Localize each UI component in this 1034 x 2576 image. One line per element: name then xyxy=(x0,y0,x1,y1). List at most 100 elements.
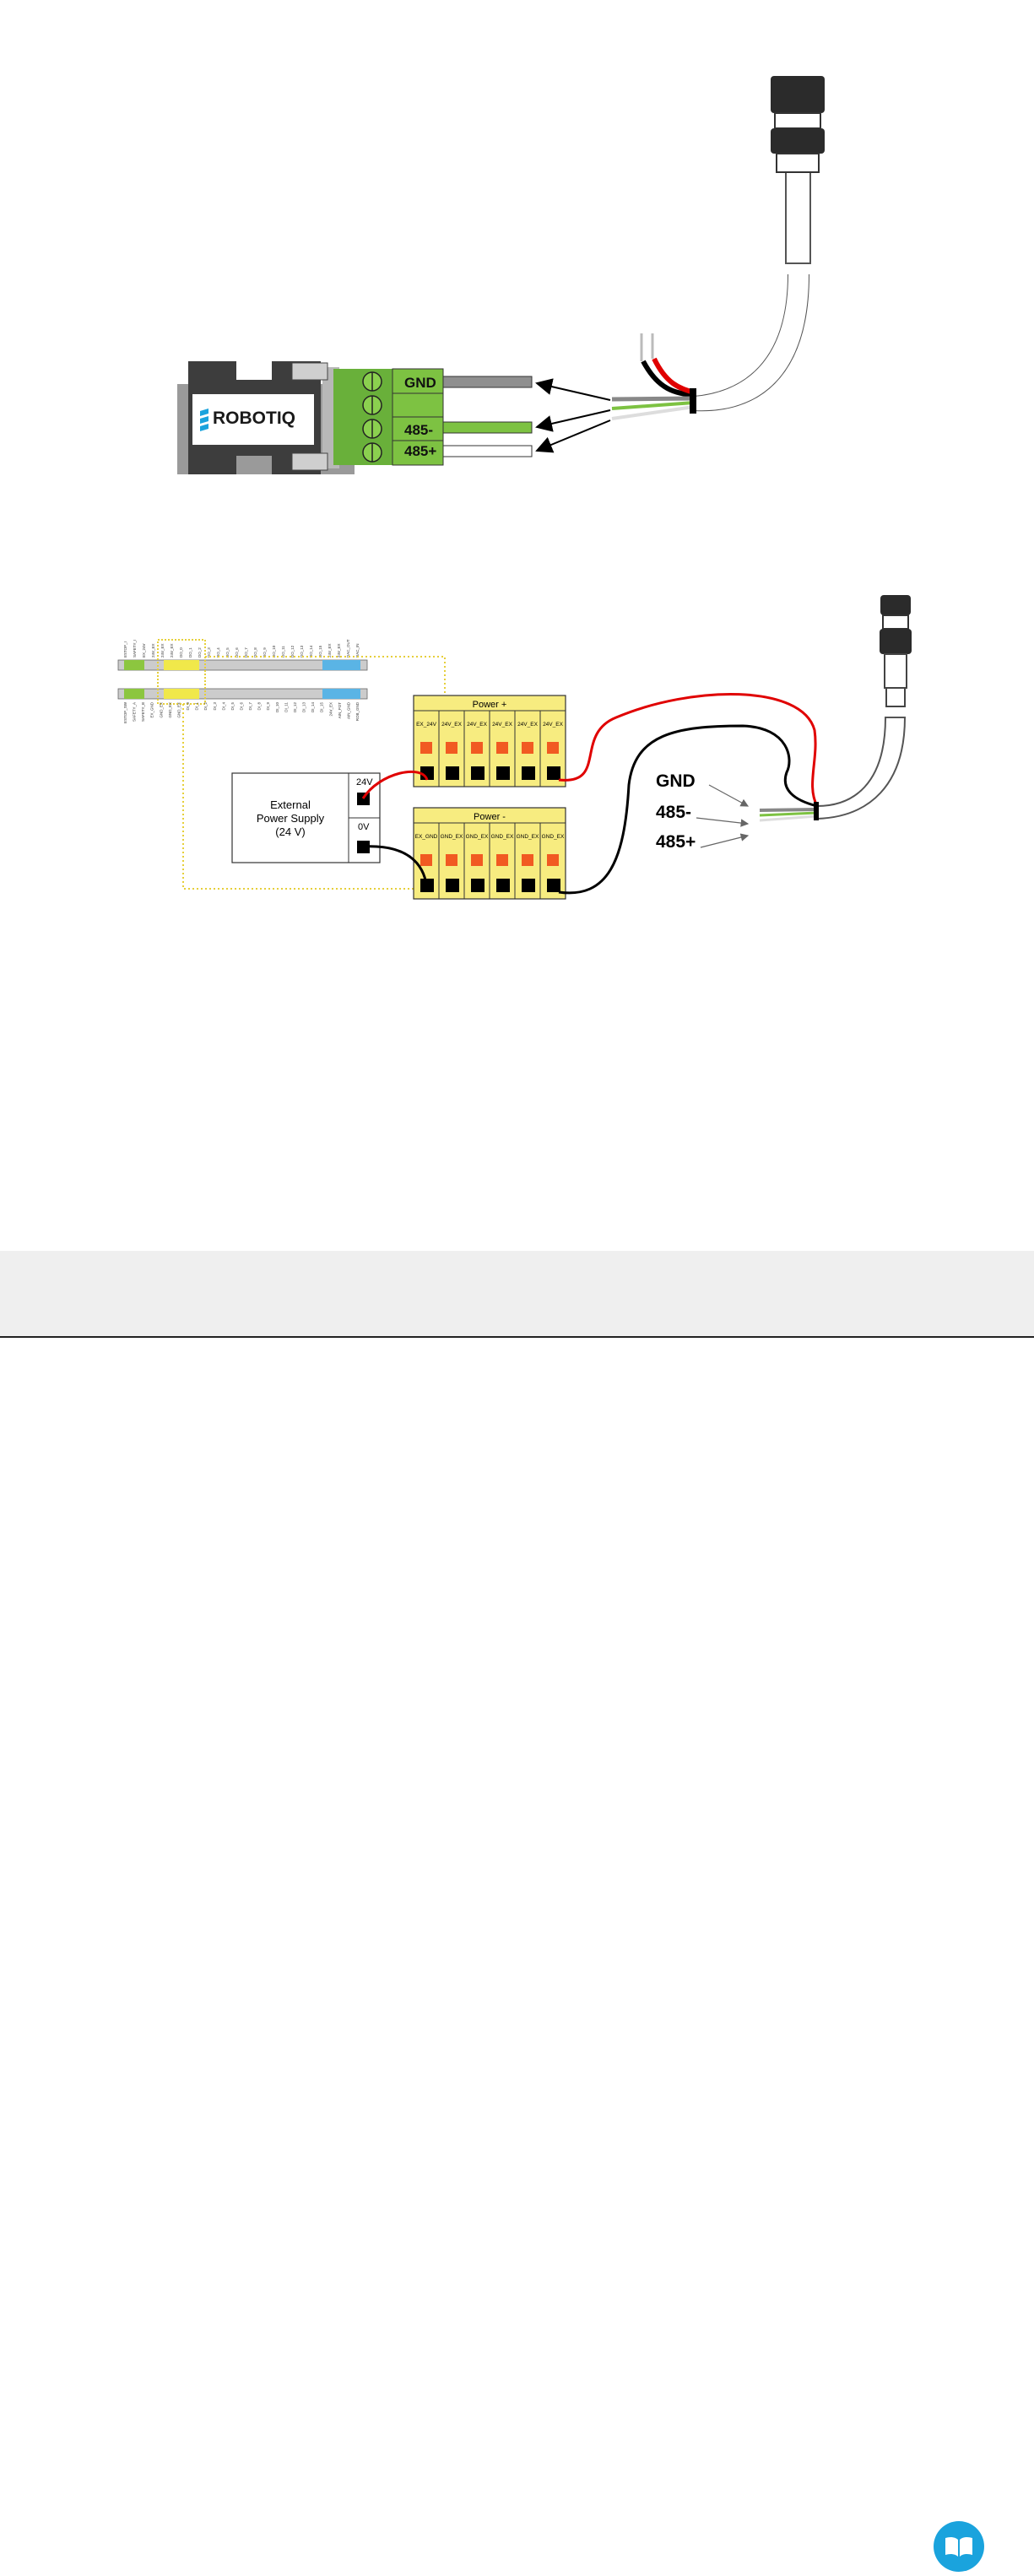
power-minus-title: Power - xyxy=(474,812,506,822)
power-plus-terminal[interactable] xyxy=(446,766,459,780)
controller-pin-label: SAFETY_I xyxy=(133,640,137,658)
power-plus-pin-label: 24V_EX xyxy=(517,722,539,728)
controller-pin-label: DO_13 xyxy=(300,645,304,658)
controller-pin-label: DI_0 xyxy=(186,702,190,711)
wire-psu-0v xyxy=(362,845,429,893)
controller-pin-label: 24V_EX xyxy=(160,643,165,658)
controller-pin-label: 24V_EX xyxy=(328,702,333,717)
controller-pin-label: DI_2 xyxy=(203,702,208,711)
connector-icon xyxy=(771,76,825,113)
controller-pin-label: DO_15 xyxy=(318,645,322,658)
terminal-label-485-minus: 485- xyxy=(404,422,433,438)
power-plus-title: Power + xyxy=(473,700,507,710)
controller-pin-label: SAFETY_A xyxy=(133,702,137,722)
external-power-supply: External Power Supply (24 V) 24V 0V xyxy=(231,772,381,863)
controller-pin-label: DO_14 xyxy=(309,645,313,658)
diagram-1-robotiq-adapter: ROBOTIQ GND 485- 485+ xyxy=(177,76,825,474)
power-plus-pin-label: 24V_EX xyxy=(492,722,513,728)
power-plus-terminal[interactable] xyxy=(496,766,510,780)
controller-pin-label: DO_3 xyxy=(207,647,211,658)
power-minus-orange-release[interactable] xyxy=(446,854,457,866)
power-plus-pin-label: EX_24V xyxy=(416,722,437,728)
controller-pin-label: DI_9 xyxy=(266,702,270,711)
controller-pin-label: DI_3 xyxy=(213,702,217,711)
wiring-diagrams: ROBOTIQ GND 485- 485+ xyxy=(117,76,912,900)
controller-pin-label: EX_GND xyxy=(150,701,154,717)
controller-pin-label: DI_8 xyxy=(257,702,262,711)
rs485-adapter: ROBOTIQ xyxy=(177,361,355,474)
power-minus-orange-release[interactable] xyxy=(547,854,559,866)
controller-pin-label: SAFETY_B xyxy=(141,702,145,722)
controller-pin-label: DAC_OUT xyxy=(346,639,350,658)
power-plus-terminal[interactable] xyxy=(471,766,485,780)
power-minus-orange-release[interactable] xyxy=(496,854,508,866)
psu-label-line2: Power Supply xyxy=(257,812,325,825)
book-icon[interactable] xyxy=(934,2521,984,2572)
power-plus-orange-release[interactable] xyxy=(471,742,483,754)
terminal-block: GND 485- 485+ xyxy=(333,368,444,466)
controller-pin-label: DI_15 xyxy=(320,702,324,713)
wire-psu-24v xyxy=(361,770,429,799)
controller-pin-label: DO_6 xyxy=(235,647,239,658)
power-plus-terminal[interactable] xyxy=(522,766,535,780)
wire-red-gripper xyxy=(558,692,819,807)
controller-pin-label: AIN_POT xyxy=(338,702,342,719)
wire-label-gnd: GND xyxy=(656,771,696,791)
controller-pin-label: 24V_EX xyxy=(151,643,155,658)
controller-pin-label: DO_1 xyxy=(188,647,192,658)
arrow-gnd-2 xyxy=(708,784,750,807)
controller-pin-label: DI_4 xyxy=(221,702,225,711)
power-minus-pin-label: GND_EX xyxy=(491,834,514,840)
controller-pin-label: DO_2 xyxy=(198,647,202,658)
power-minus-pin-label: GND_EX xyxy=(517,834,539,840)
wire-label-485-minus: 485- xyxy=(656,803,691,822)
controller-pin-label: DO_7 xyxy=(244,647,248,658)
controller-pin-label: DI_7 xyxy=(248,702,252,711)
power-minus-terminal[interactable] xyxy=(496,879,510,892)
power-minus-orange-release[interactable] xyxy=(471,854,483,866)
controller-pin-label: DAC_IN xyxy=(355,643,360,658)
controller-pin-label: DO_4 xyxy=(216,647,220,658)
power-minus-terminal[interactable] xyxy=(471,879,485,892)
power-plus-orange-release[interactable] xyxy=(420,742,432,754)
485-plus-wire xyxy=(442,445,533,457)
psu-terminal-24v: 24V xyxy=(356,777,373,787)
controller-pin-label: DI_5 xyxy=(230,702,235,711)
power-minus-pin-label: EX_GND xyxy=(415,834,438,840)
controller-pin-label: EX_24V xyxy=(142,643,146,658)
power-minus-orange-release[interactable] xyxy=(420,854,432,866)
controller-pin-label: 24V_EX xyxy=(328,643,332,658)
power-plus-pin-label: 24V_EX xyxy=(543,722,564,728)
arrow-485-minus-2 xyxy=(696,817,750,827)
power-plus-orange-release[interactable] xyxy=(547,742,559,754)
controller-pin-label: DI_13 xyxy=(302,702,306,713)
controller-pin-label: ESTOP_SW xyxy=(123,701,127,723)
power-plus-pin-label: 24V_EX xyxy=(441,722,463,728)
controller-pin-label: DO_5 xyxy=(225,647,230,658)
power-minus-orange-release[interactable] xyxy=(522,854,533,866)
logo-text: ROBOTIQ xyxy=(213,409,295,428)
arrow-485-plus xyxy=(535,419,611,453)
power-minus-terminal[interactable] xyxy=(522,879,535,892)
arrow-485-plus-2 xyxy=(700,833,750,848)
controller-pin-label: 24V_EX xyxy=(170,643,174,658)
controller-pin-label: DO_0 xyxy=(179,647,183,658)
power-minus-terminal[interactable] xyxy=(446,879,459,892)
power-minus-pin-label: GND_EX xyxy=(441,834,463,840)
controller-pin-label: AIN_GND xyxy=(346,701,350,719)
power-plus-orange-release[interactable] xyxy=(496,742,508,754)
power-plus-orange-release[interactable] xyxy=(522,742,533,754)
controller-pin-label: DO_9 xyxy=(263,647,267,658)
controller-pin-label: DO_8 xyxy=(253,647,257,658)
controller-pin-label: DO_11 xyxy=(281,646,285,658)
power-plus-orange-release[interactable] xyxy=(446,742,457,754)
power-plus-terminal[interactable] xyxy=(547,766,560,780)
wire-black-gripper xyxy=(558,724,818,895)
power-minus-terminal[interactable] xyxy=(547,879,560,892)
controller-pin-label: DI_14 xyxy=(311,702,315,713)
485-minus-wire xyxy=(442,421,533,434)
power-plus-pin-label: 24V_EX xyxy=(467,722,488,728)
